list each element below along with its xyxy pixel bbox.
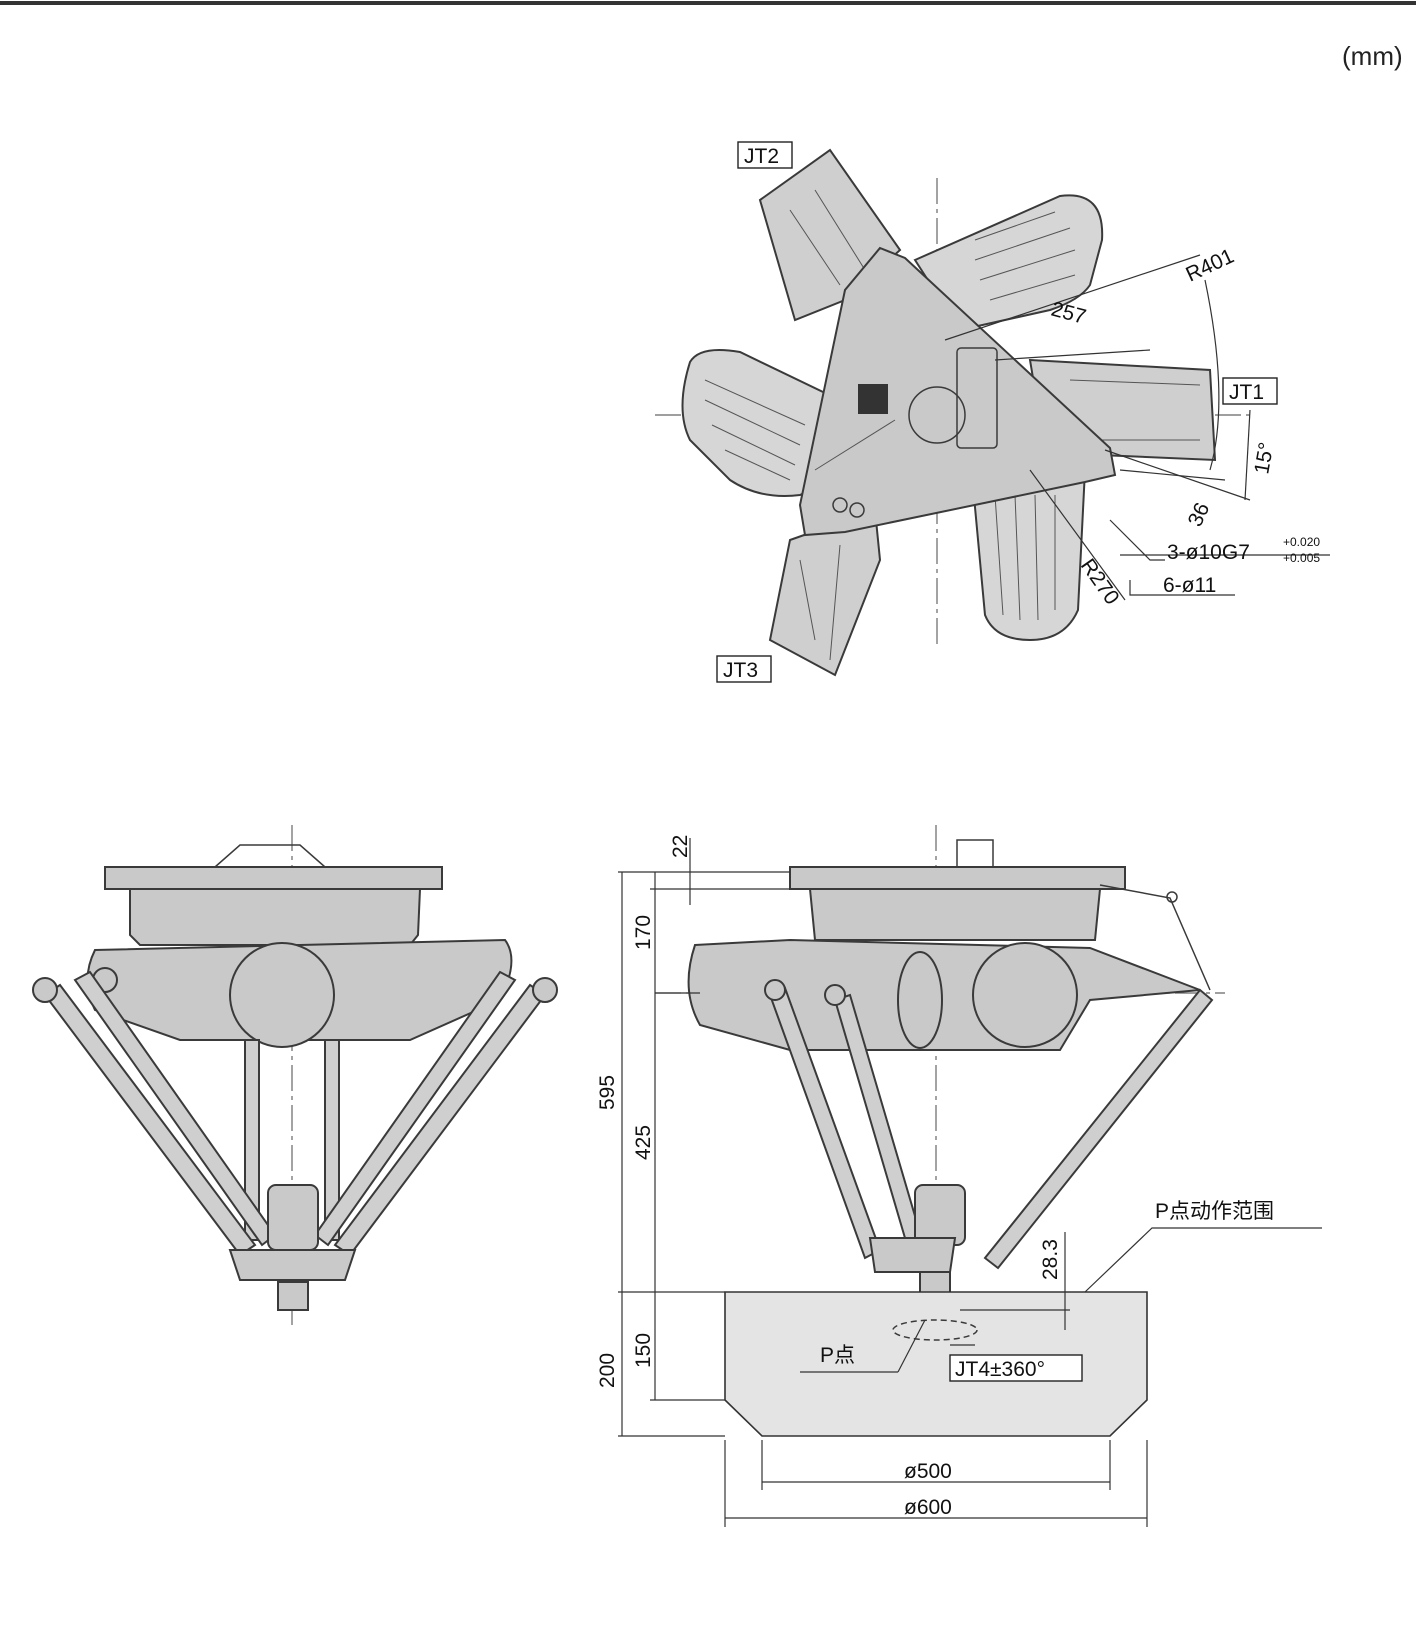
dim-tol-upper: +0.020 xyxy=(1283,535,1320,549)
arm-jt3 xyxy=(768,508,882,677)
jt3-label-box xyxy=(716,655,772,683)
front-view xyxy=(32,825,558,1325)
motor-housing-upper-right xyxy=(913,194,1104,332)
work-range-label: P点动作范围 xyxy=(1155,1200,1274,1223)
top-view xyxy=(655,148,1330,677)
dim-170: 170 xyxy=(632,915,655,950)
work-range-zone xyxy=(724,1291,1148,1437)
dim-22: 22 xyxy=(669,835,692,858)
dim-200: 200 xyxy=(596,1353,619,1388)
jt2-label-box xyxy=(737,141,793,169)
jt4-label-box xyxy=(949,1354,1083,1382)
dim-dia500: ø500 xyxy=(904,1460,952,1483)
jt1-label-box xyxy=(1222,377,1278,405)
jt3-label: JT3 xyxy=(723,659,758,682)
dim-dia600: ø600 xyxy=(904,1496,952,1519)
dim-150: 150 xyxy=(632,1333,655,1368)
dim-15deg: 15° xyxy=(1250,441,1278,476)
dim-r270: R270 xyxy=(1076,555,1124,609)
p-point-label: P点 xyxy=(820,1344,855,1367)
unit-label: (mm) xyxy=(1342,41,1403,71)
dim-28-3: 28.3 xyxy=(1039,1239,1062,1280)
motor-housing-left xyxy=(681,349,851,497)
jt1-label: JT1 xyxy=(1229,381,1264,404)
motor-housing-bottom xyxy=(970,468,1087,642)
dim-425: 425 xyxy=(632,1125,655,1160)
dim-bolt-holes: 6-ø11 xyxy=(1163,574,1216,597)
dim-pin-holes: 3-ø10G7 xyxy=(1167,541,1250,564)
jt2-label: JT2 xyxy=(744,145,779,168)
side-view xyxy=(618,825,1322,1527)
jt4-rotation-label: JT4±360° xyxy=(955,1358,1045,1381)
dim-36: 36 xyxy=(1184,499,1215,530)
dim-r401: R401 xyxy=(1182,244,1237,286)
dim-tol-lower: +0.005 xyxy=(1283,551,1320,565)
dim-257: 257 xyxy=(1049,298,1089,329)
dim-595: 595 xyxy=(596,1075,619,1110)
